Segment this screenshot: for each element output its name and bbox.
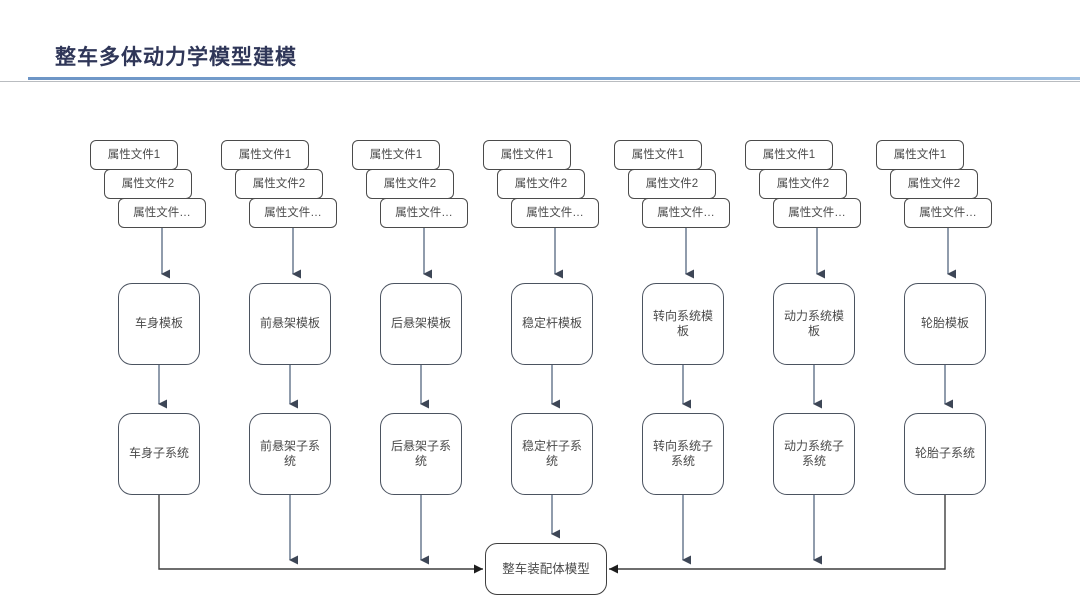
attribute-file-box-front-suspension-2[interactable]: 属性文件2: [235, 169, 323, 199]
page-title: 整车多体动力学模型建模: [55, 46, 297, 69]
attribute-file-box-body-1[interactable]: 属性文件1: [90, 140, 178, 170]
attribute-file-box-tire-3[interactable]: 属性文件…: [904, 198, 992, 228]
attribute-file-box-powertrain-system-1[interactable]: 属性文件1: [745, 140, 833, 170]
template-box-steering-system[interactable]: 转向系统模板: [642, 283, 724, 365]
assembly-box[interactable]: 整车装配体模型: [485, 543, 607, 595]
subsystem-box-powertrain-system[interactable]: 动力系统子系统: [773, 413, 855, 495]
template-box-tire[interactable]: 轮胎模板: [904, 283, 986, 365]
header-divider-blue: [28, 77, 1080, 80]
attribute-file-box-rear-suspension-3[interactable]: 属性文件…: [380, 198, 468, 228]
attribute-file-box-body-2[interactable]: 属性文件2: [104, 169, 192, 199]
attribute-file-box-stabilizer-bar-1[interactable]: 属性文件1: [483, 140, 571, 170]
template-box-body[interactable]: 车身模板: [118, 283, 200, 365]
attribute-file-box-stabilizer-bar-3[interactable]: 属性文件…: [511, 198, 599, 228]
attribute-file-box-front-suspension-3[interactable]: 属性文件…: [249, 198, 337, 228]
template-box-stabilizer-bar[interactable]: 稳定杆模板: [511, 283, 593, 365]
attribute-file-box-tire-2[interactable]: 属性文件2: [890, 169, 978, 199]
attribute-file-box-powertrain-system-3[interactable]: 属性文件…: [773, 198, 861, 228]
subsystem-box-steering-system[interactable]: 转向系统子系统: [642, 413, 724, 495]
subsystem-box-rear-suspension[interactable]: 后悬架子系统: [380, 413, 462, 495]
template-box-powertrain-system[interactable]: 动力系统模板: [773, 283, 855, 365]
subsystem-box-tire[interactable]: 轮胎子系统: [904, 413, 986, 495]
attribute-file-box-stabilizer-bar-2[interactable]: 属性文件2: [497, 169, 585, 199]
subsystem-box-stabilizer-bar[interactable]: 稳定杆子系统: [511, 413, 593, 495]
attribute-file-box-powertrain-system-2[interactable]: 属性文件2: [759, 169, 847, 199]
attribute-file-box-front-suspension-1[interactable]: 属性文件1: [221, 140, 309, 170]
template-box-rear-suspension[interactable]: 后悬架模板: [380, 283, 462, 365]
attribute-file-box-body-3[interactable]: 属性文件…: [118, 198, 206, 228]
header-divider-gray: [0, 81, 1080, 82]
attribute-file-box-rear-suspension-2[interactable]: 属性文件2: [366, 169, 454, 199]
attribute-file-box-tire-1[interactable]: 属性文件1: [876, 140, 964, 170]
template-box-front-suspension[interactable]: 前悬架模板: [249, 283, 331, 365]
attribute-file-box-steering-system-1[interactable]: 属性文件1: [614, 140, 702, 170]
subsystem-box-front-suspension[interactable]: 前悬架子系统: [249, 413, 331, 495]
subsystem-box-body[interactable]: 车身子系统: [118, 413, 200, 495]
attribute-file-box-rear-suspension-1[interactable]: 属性文件1: [352, 140, 440, 170]
connector: [158, 495, 483, 574]
attribute-file-box-steering-system-2[interactable]: 属性文件2: [628, 169, 716, 199]
attribute-file-box-steering-system-3[interactable]: 属性文件…: [642, 198, 730, 228]
connector: [609, 495, 946, 574]
